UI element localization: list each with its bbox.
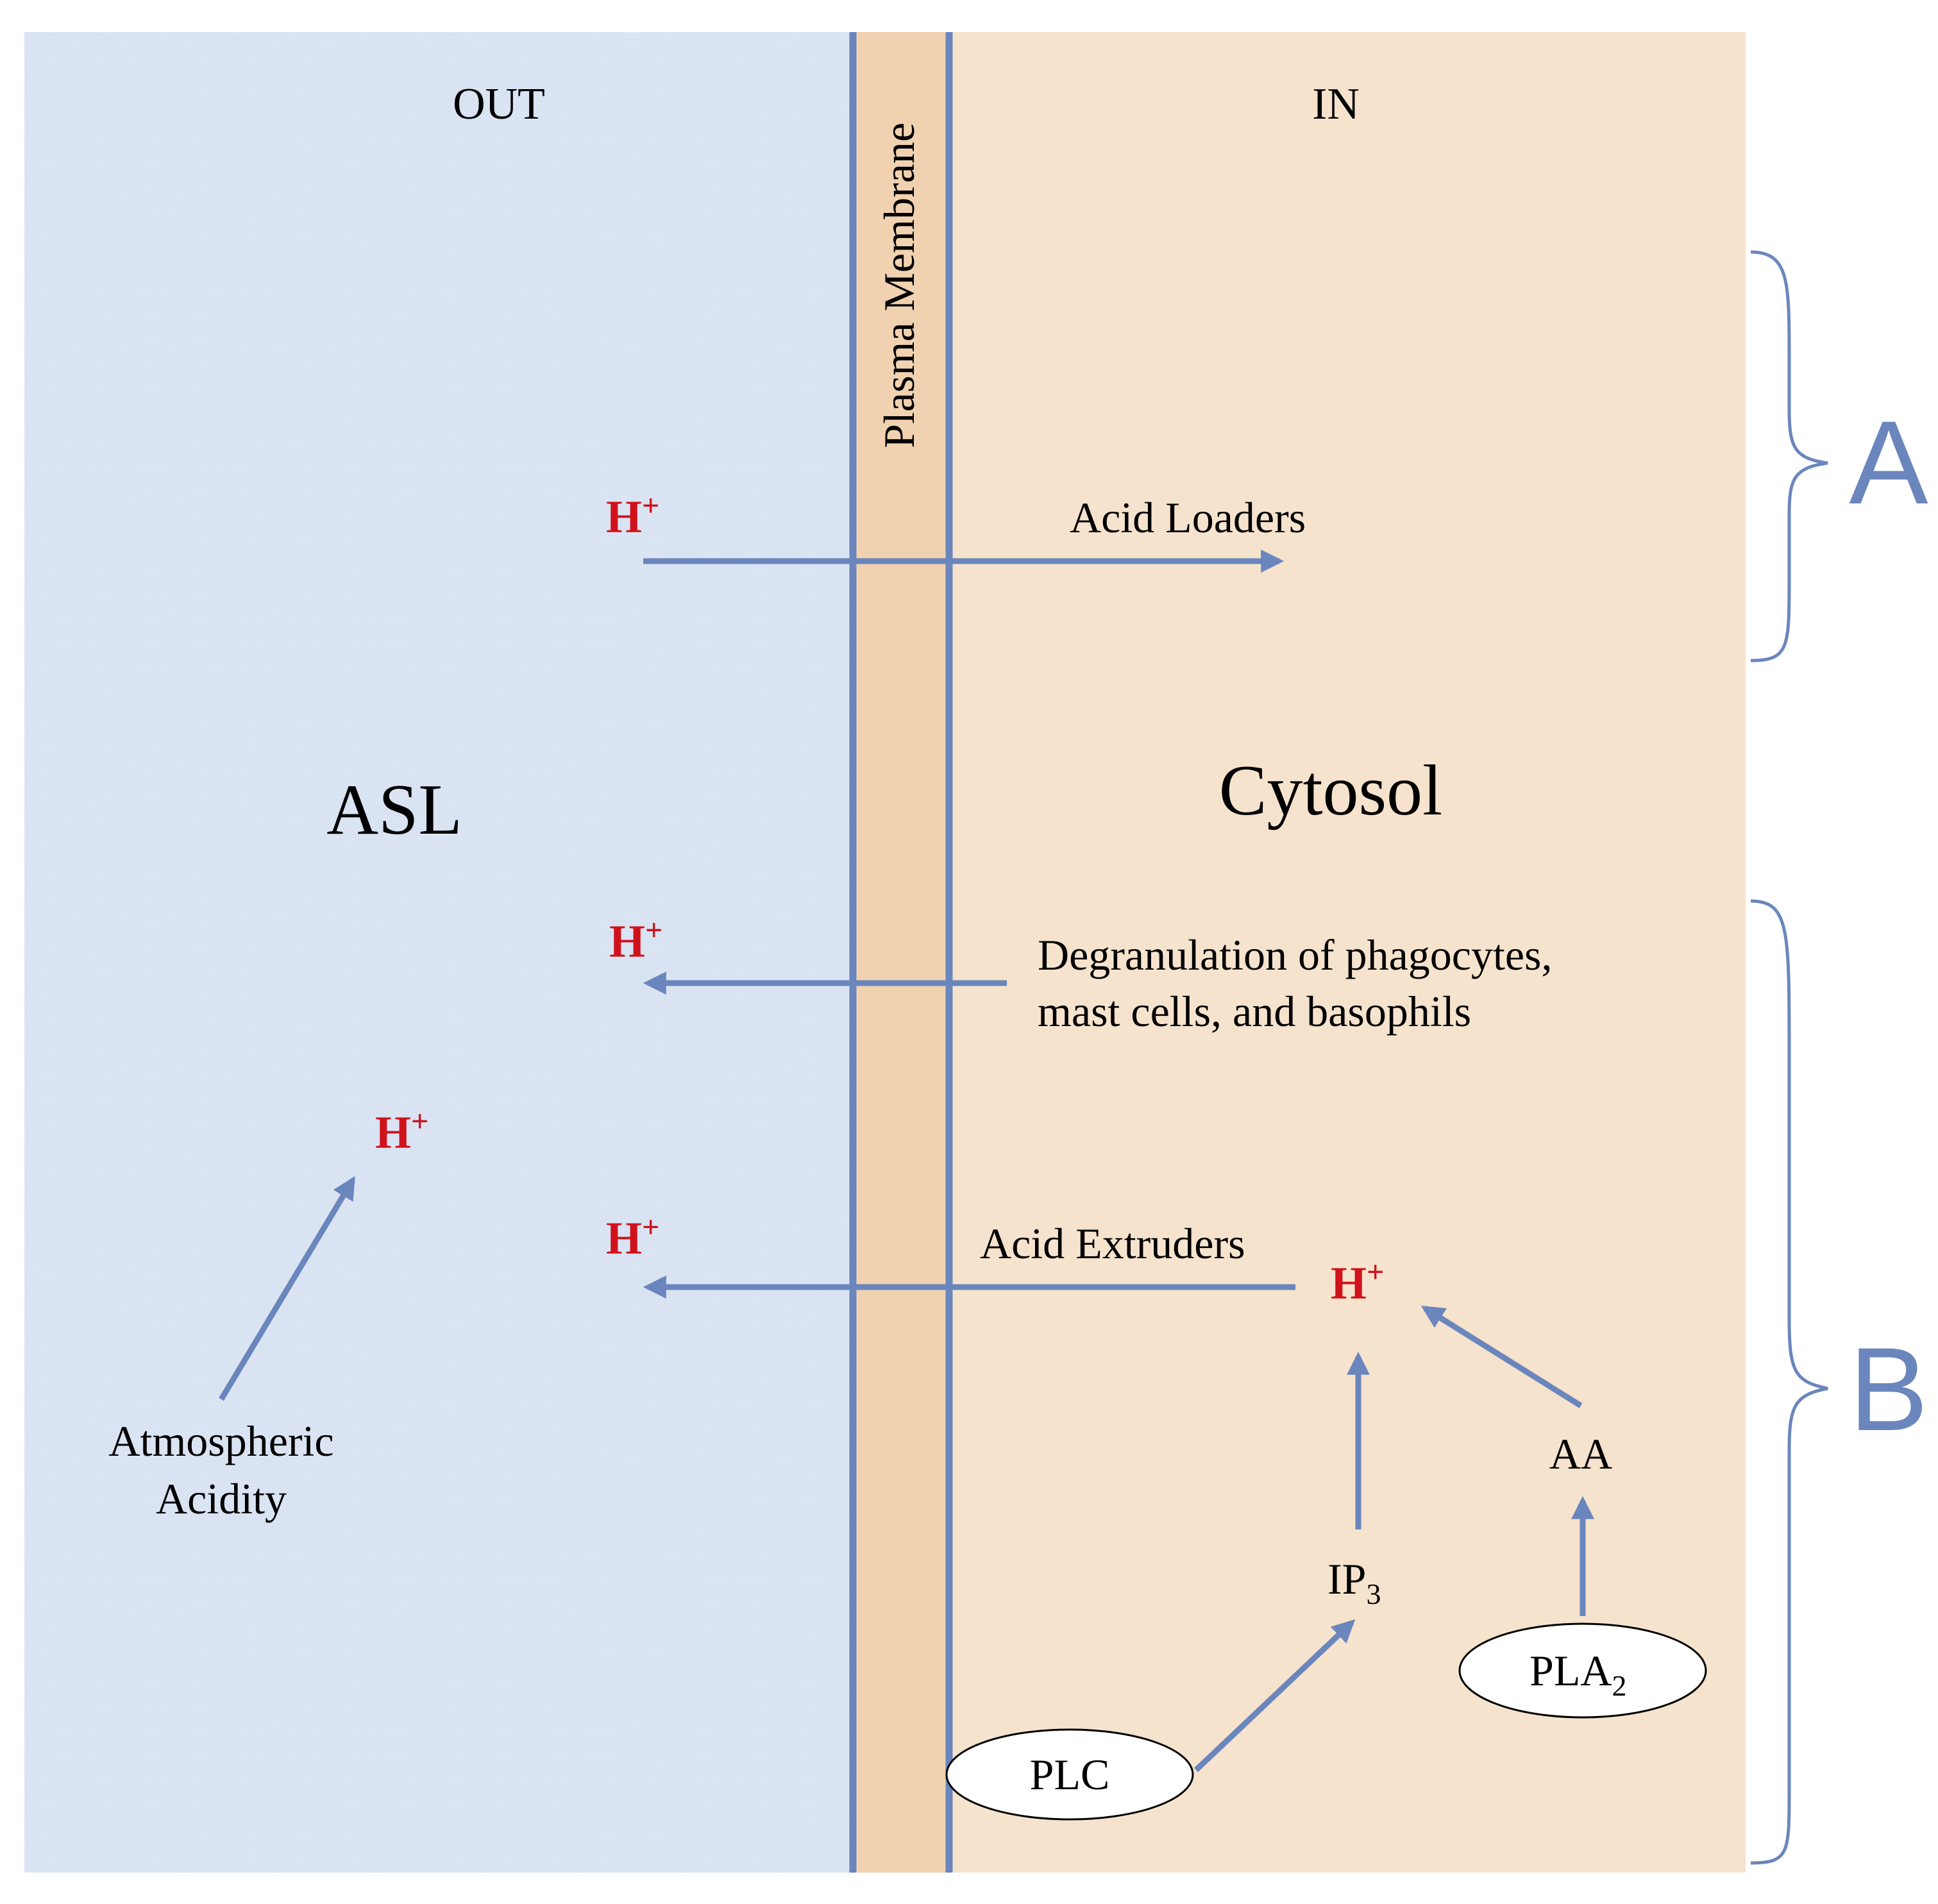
proton-acid-extruders: H+ [606, 1210, 659, 1264]
membrane-region [853, 32, 949, 1873]
bracket-b-label: B [1849, 1324, 1928, 1456]
membrane-label: Plasma Membrane [875, 122, 923, 448]
aa-label: AA [1549, 1429, 1612, 1478]
proton-acid-loaders: H+ [606, 489, 659, 543]
out-label: OUT [453, 80, 545, 129]
proton-cytosol: H+ [1331, 1255, 1384, 1309]
ip3-label: IP3 [1327, 1554, 1381, 1610]
plc-ellipse [945, 1728, 1194, 1821]
plc-label: PLC [1030, 1750, 1110, 1799]
asl-label: ASL [326, 770, 462, 850]
acid-extruders-label: Acid Extruders [980, 1219, 1245, 1268]
in-region [949, 32, 1746, 1873]
bracket-a [1750, 250, 1828, 662]
in-label: IN [1312, 80, 1360, 129]
degranulation-line2: mast cells, and basophils [1038, 987, 1471, 1036]
atmospheric-line2: Acidity [156, 1474, 287, 1523]
pla2-ellipse [1458, 1622, 1707, 1719]
out-region [24, 32, 853, 1873]
bracket-b [1750, 899, 1828, 1865]
acid-loaders-label: Acid Loaders [1070, 493, 1306, 542]
proton-degranulation: H+ [609, 913, 662, 967]
proton-atmospheric: H+ [375, 1104, 428, 1158]
degranulation-line1: Degranulation of phagocytes, [1038, 931, 1553, 979]
atmospheric-line1: Atmospheric [108, 1417, 333, 1465]
bracket-a-label: A [1849, 397, 1928, 529]
cytosol-label: Cytosol [1219, 751, 1443, 830]
arrow-plc-to-ip3 [1193, 1619, 1356, 1773]
arrow-aa-to-proton [1420, 1306, 1583, 1408]
pla2-label: PLA2 [1529, 1646, 1626, 1702]
arrow-atmospheric [219, 1175, 355, 1401]
